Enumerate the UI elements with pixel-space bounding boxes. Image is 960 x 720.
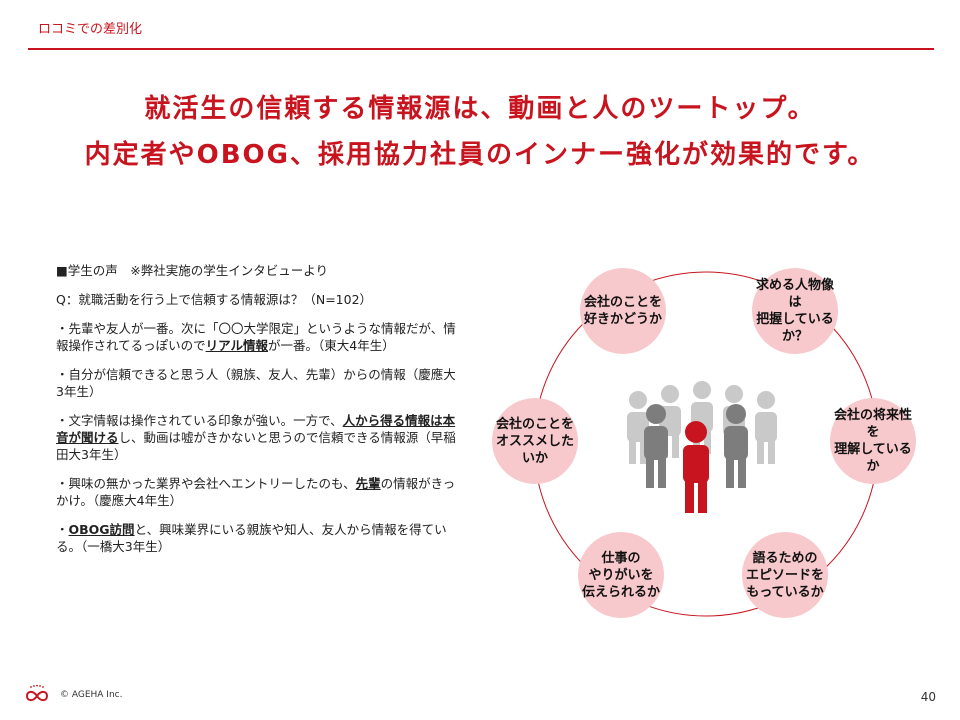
bubble-episodes: 語るための エピソードを もっているか [742,532,828,618]
diagram-canvas [533,271,879,617]
headline: 就活生の信頼する情報源は、動画と人のツートップ。 内定者やOBOG、採用協力社員… [0,86,960,178]
voices-question: Q：就職活動を行う上で信頼する情報源は？（N=102） [56,292,373,307]
voice-item: ・文字情報は操作されている印象が強い。一方で、人から得る情報は本音が聞けるし、動… [56,413,456,462]
student-voices: ■学生の声 ※弊社実施の学生インタビューより Q：就職活動を行う上で信頼する情報… [56,262,456,567]
header-divider [28,48,934,50]
people-group-icon [627,381,777,513]
headline-line-1: 就活生の信頼する情報源は、動画と人のツートップ。 [144,94,816,124]
page-number: 40 [920,690,936,704]
bubble-like-company: 会社のことを 好きかどうか [580,268,666,354]
bubble-job-rewards: 仕事の やりがいを 伝えられるか [578,532,664,618]
voice-item: ・興味の無かった業界や会社へエントリーしたのも、先輩の情報がきっかけ。（慶應大4… [56,476,456,508]
bubble-company-future: 会社の将来性を 理解しているか [830,398,916,484]
copyright: © AGEHA Inc. [60,690,123,700]
ageha-logo-icon [25,684,49,702]
voice-item: ・先輩や友人が一番。次に「〇〇大学限定」というような情報だが、情報操作されてるっ… [56,321,456,353]
bubble-ideal-candidate: 求める人物像は 把握しているか？ [752,268,838,354]
voice-item: ・OBOG訪問と、興味業界にいる親族や知人、友人から情報を得ている。（一橋大3年… [56,522,447,554]
section-label: ロコミでの差別化 [38,22,143,37]
bubble-recommend-company: 会社のことを オススメしたいか [492,398,578,484]
voices-heading: ■学生の声 ※弊社実施の学生インタビューより [56,263,329,278]
headline-line-2: 内定者やOBOG、採用協力社員のインナー強化が効果的です。 [84,140,876,170]
insider-diagram: 会社のことを 好きかどうか 求める人物像は 把握しているか？ 会社の将来性を 理… [478,262,938,632]
voice-item: ・自分が信頼できると思う人（親族、友人、先輩）からの情報（慶應大3年生） [56,367,456,399]
